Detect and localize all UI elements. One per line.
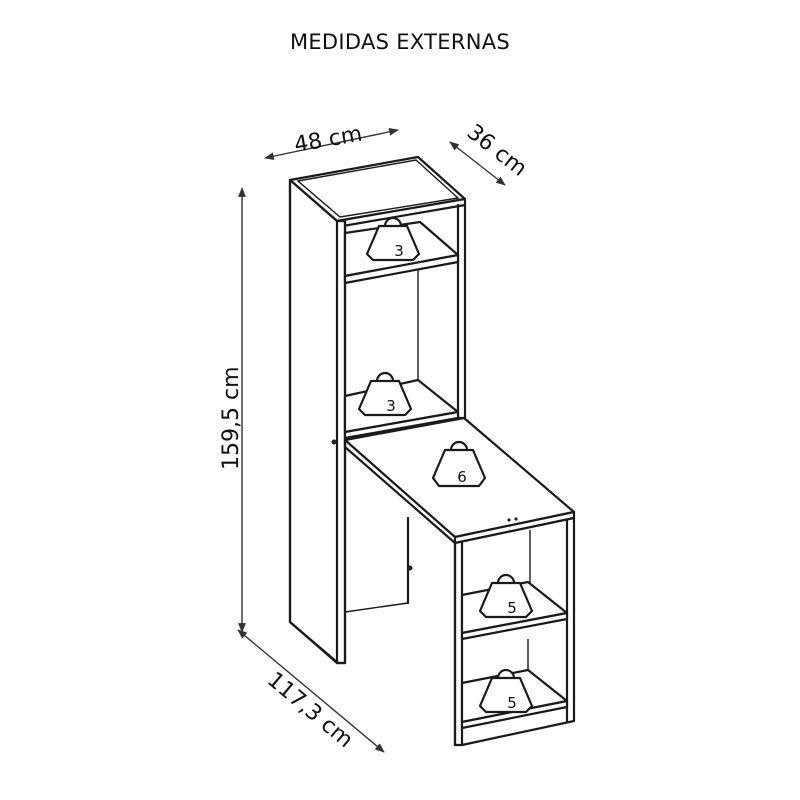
length-label: 117,3 cm: [262, 667, 357, 753]
width-dimension: 48 cm: [264, 122, 399, 161]
height-label: 159,5 cm: [219, 366, 244, 470]
weight-label-upper: 3: [394, 242, 404, 260]
height-dimension: 159,5 cm: [219, 187, 246, 633]
width-label: 48 cm: [292, 122, 364, 159]
weight-label-lower: 5: [507, 599, 517, 617]
depth-label: 36 cm: [462, 120, 531, 182]
weight-icon-middle: 3: [357, 371, 413, 417]
weight-label-table: 6: [457, 468, 467, 486]
length-dimension: 117,3 cm: [237, 629, 385, 753]
weight-label-middle: 3: [386, 397, 396, 415]
weight-icon-bottom: 5: [478, 668, 534, 714]
tall-tower: [288, 155, 467, 665]
weight-label-bottom: 5: [507, 694, 517, 712]
depth-dimension: 36 cm: [449, 120, 531, 186]
diagram-title: MEDIDAS EXTERNAS: [289, 30, 511, 54]
weight-icon-lower: 5: [478, 573, 534, 619]
weight-icon-upper: 3: [365, 216, 421, 262]
weight-icon-table: 6: [431, 440, 487, 488]
